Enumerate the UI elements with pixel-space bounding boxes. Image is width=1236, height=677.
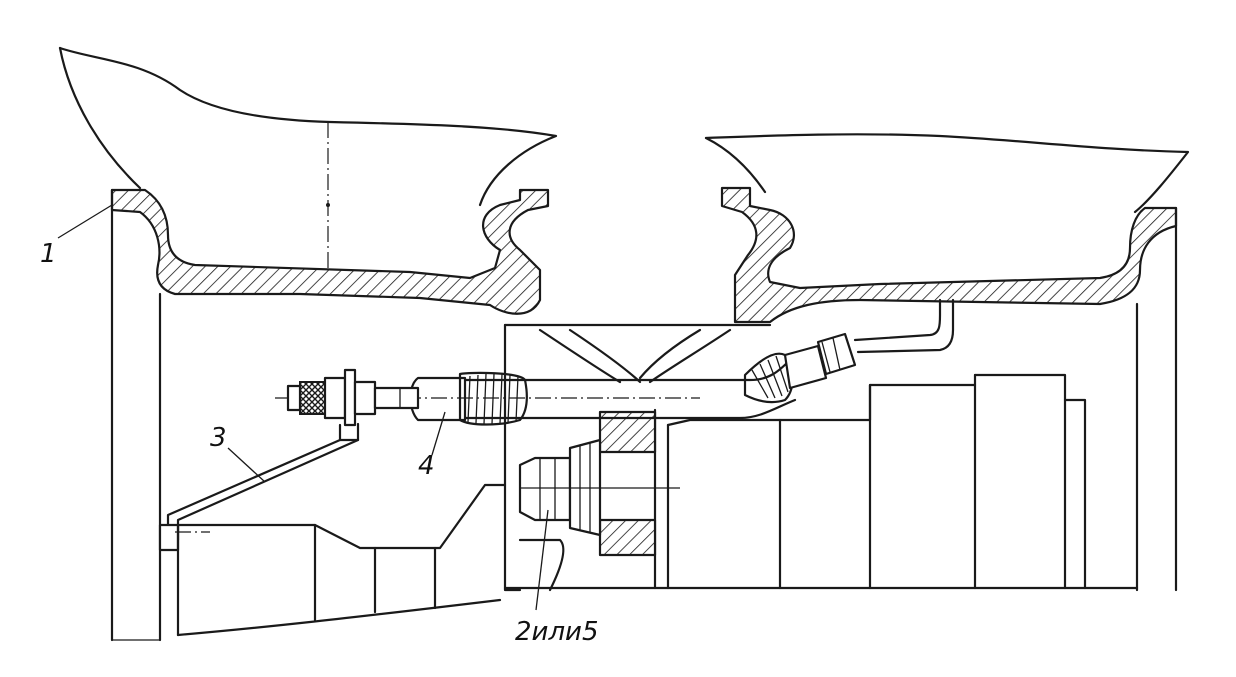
valve-fitting [275, 368, 700, 427]
axle-housing [175, 483, 507, 637]
left-tire [58, 46, 558, 280]
hub-clamp [518, 410, 657, 592]
callout-2-or-5: 2или5 [515, 617, 599, 647]
right-outer-wall [1135, 206, 1178, 592]
right-tire [704, 133, 1190, 214]
right-hub-blocks [778, 373, 1087, 590]
leader-lines [57, 204, 549, 611]
callout-3: 3 [210, 423, 227, 453]
right-rim [720, 186, 1178, 324]
left-outer-wall [110, 188, 162, 642]
hub-nut [518, 438, 680, 537]
left-rim [110, 188, 550, 315]
callout-1: 1 [40, 239, 57, 269]
center-support [503, 323, 1139, 592]
callout-4: 4 [418, 451, 435, 481]
